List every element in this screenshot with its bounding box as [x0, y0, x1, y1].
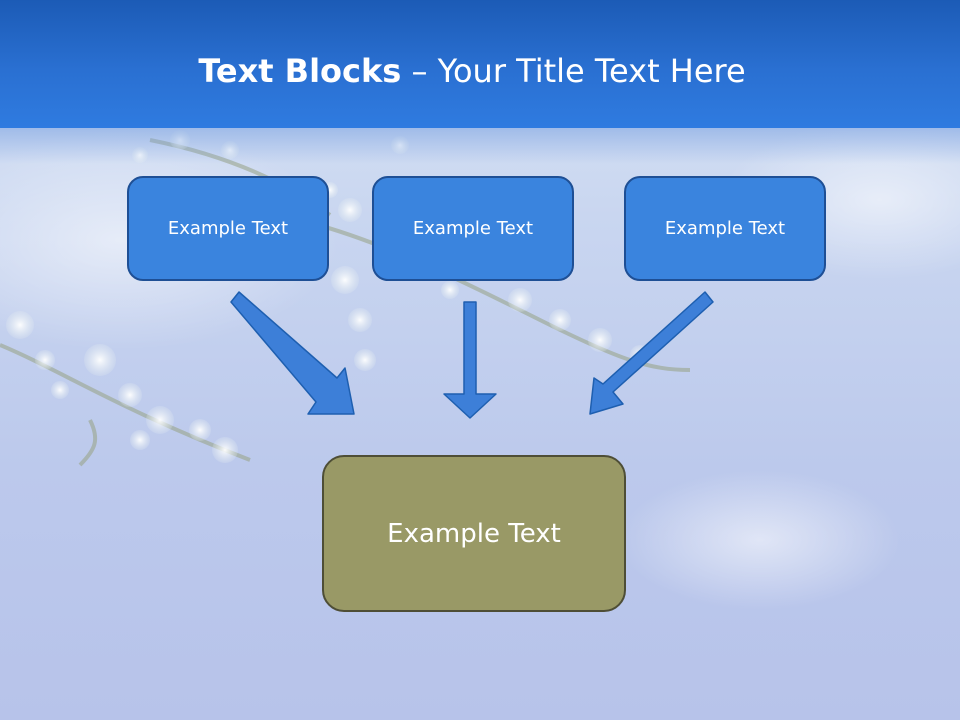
- title-rest: Your Title Text Here: [437, 52, 746, 90]
- text-block-1[interactable]: Example Text: [127, 176, 329, 281]
- text-block-2-label: Example Text: [412, 218, 534, 239]
- text-block-1-label: Example Text: [167, 218, 289, 239]
- text-block-3[interactable]: Example Text: [624, 176, 826, 281]
- arrow-left-icon: [230, 291, 355, 415]
- text-block-2[interactable]: Example Text: [372, 176, 574, 281]
- target-text-block-label: Example Text: [387, 518, 561, 549]
- title-strong: Text Blocks: [198, 52, 402, 90]
- text-block-3-label: Example Text: [664, 218, 786, 239]
- arrow-center-icon: [443, 301, 497, 419]
- slide-title: Text Blocks – Your Title Text Here: [0, 52, 944, 90]
- title-bar: [0, 0, 960, 128]
- title-separator: –: [401, 52, 438, 90]
- arrow-right-icon: [589, 291, 714, 415]
- title-bar-fade: [0, 128, 960, 164]
- target-text-block[interactable]: Example Text: [322, 455, 626, 612]
